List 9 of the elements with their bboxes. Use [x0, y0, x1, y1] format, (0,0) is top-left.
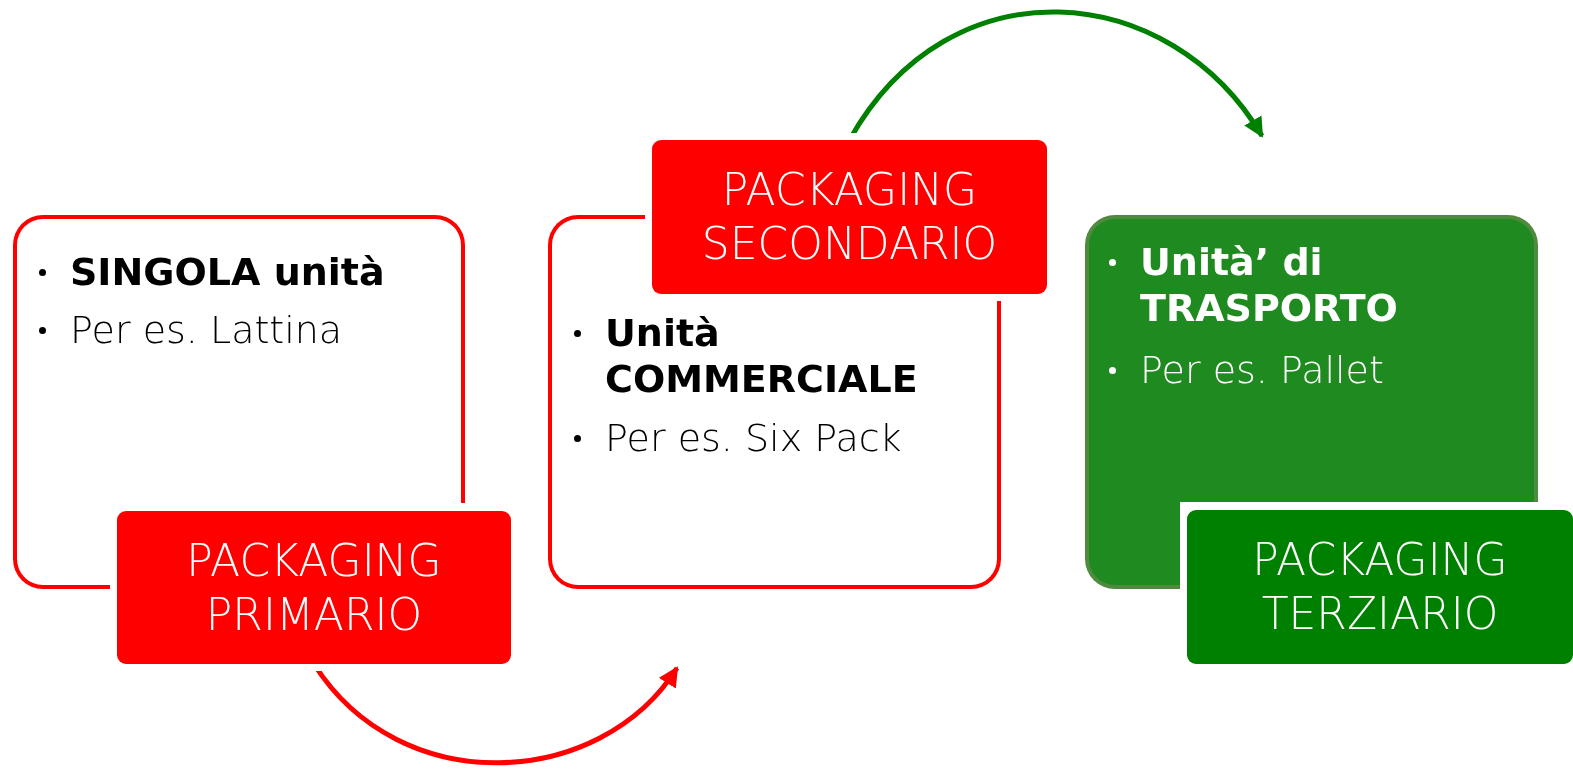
rounded-card [1085, 215, 1538, 502]
bullet-text: Per es. Six Pack [572, 415, 982, 461]
bullet-text: Per es. Pallet [1107, 347, 1517, 393]
bullet-text: Unità’ di TRASPORTO [1107, 239, 1517, 331]
rounded-card [548, 301, 1001, 589]
bullet-text: SINGOLA unità [37, 249, 437, 295]
rounded-card [13, 215, 465, 503]
bullet-text: Per es. Lattina [37, 307, 437, 353]
bullet-text: Unità COMMERCIALE [572, 310, 982, 402]
